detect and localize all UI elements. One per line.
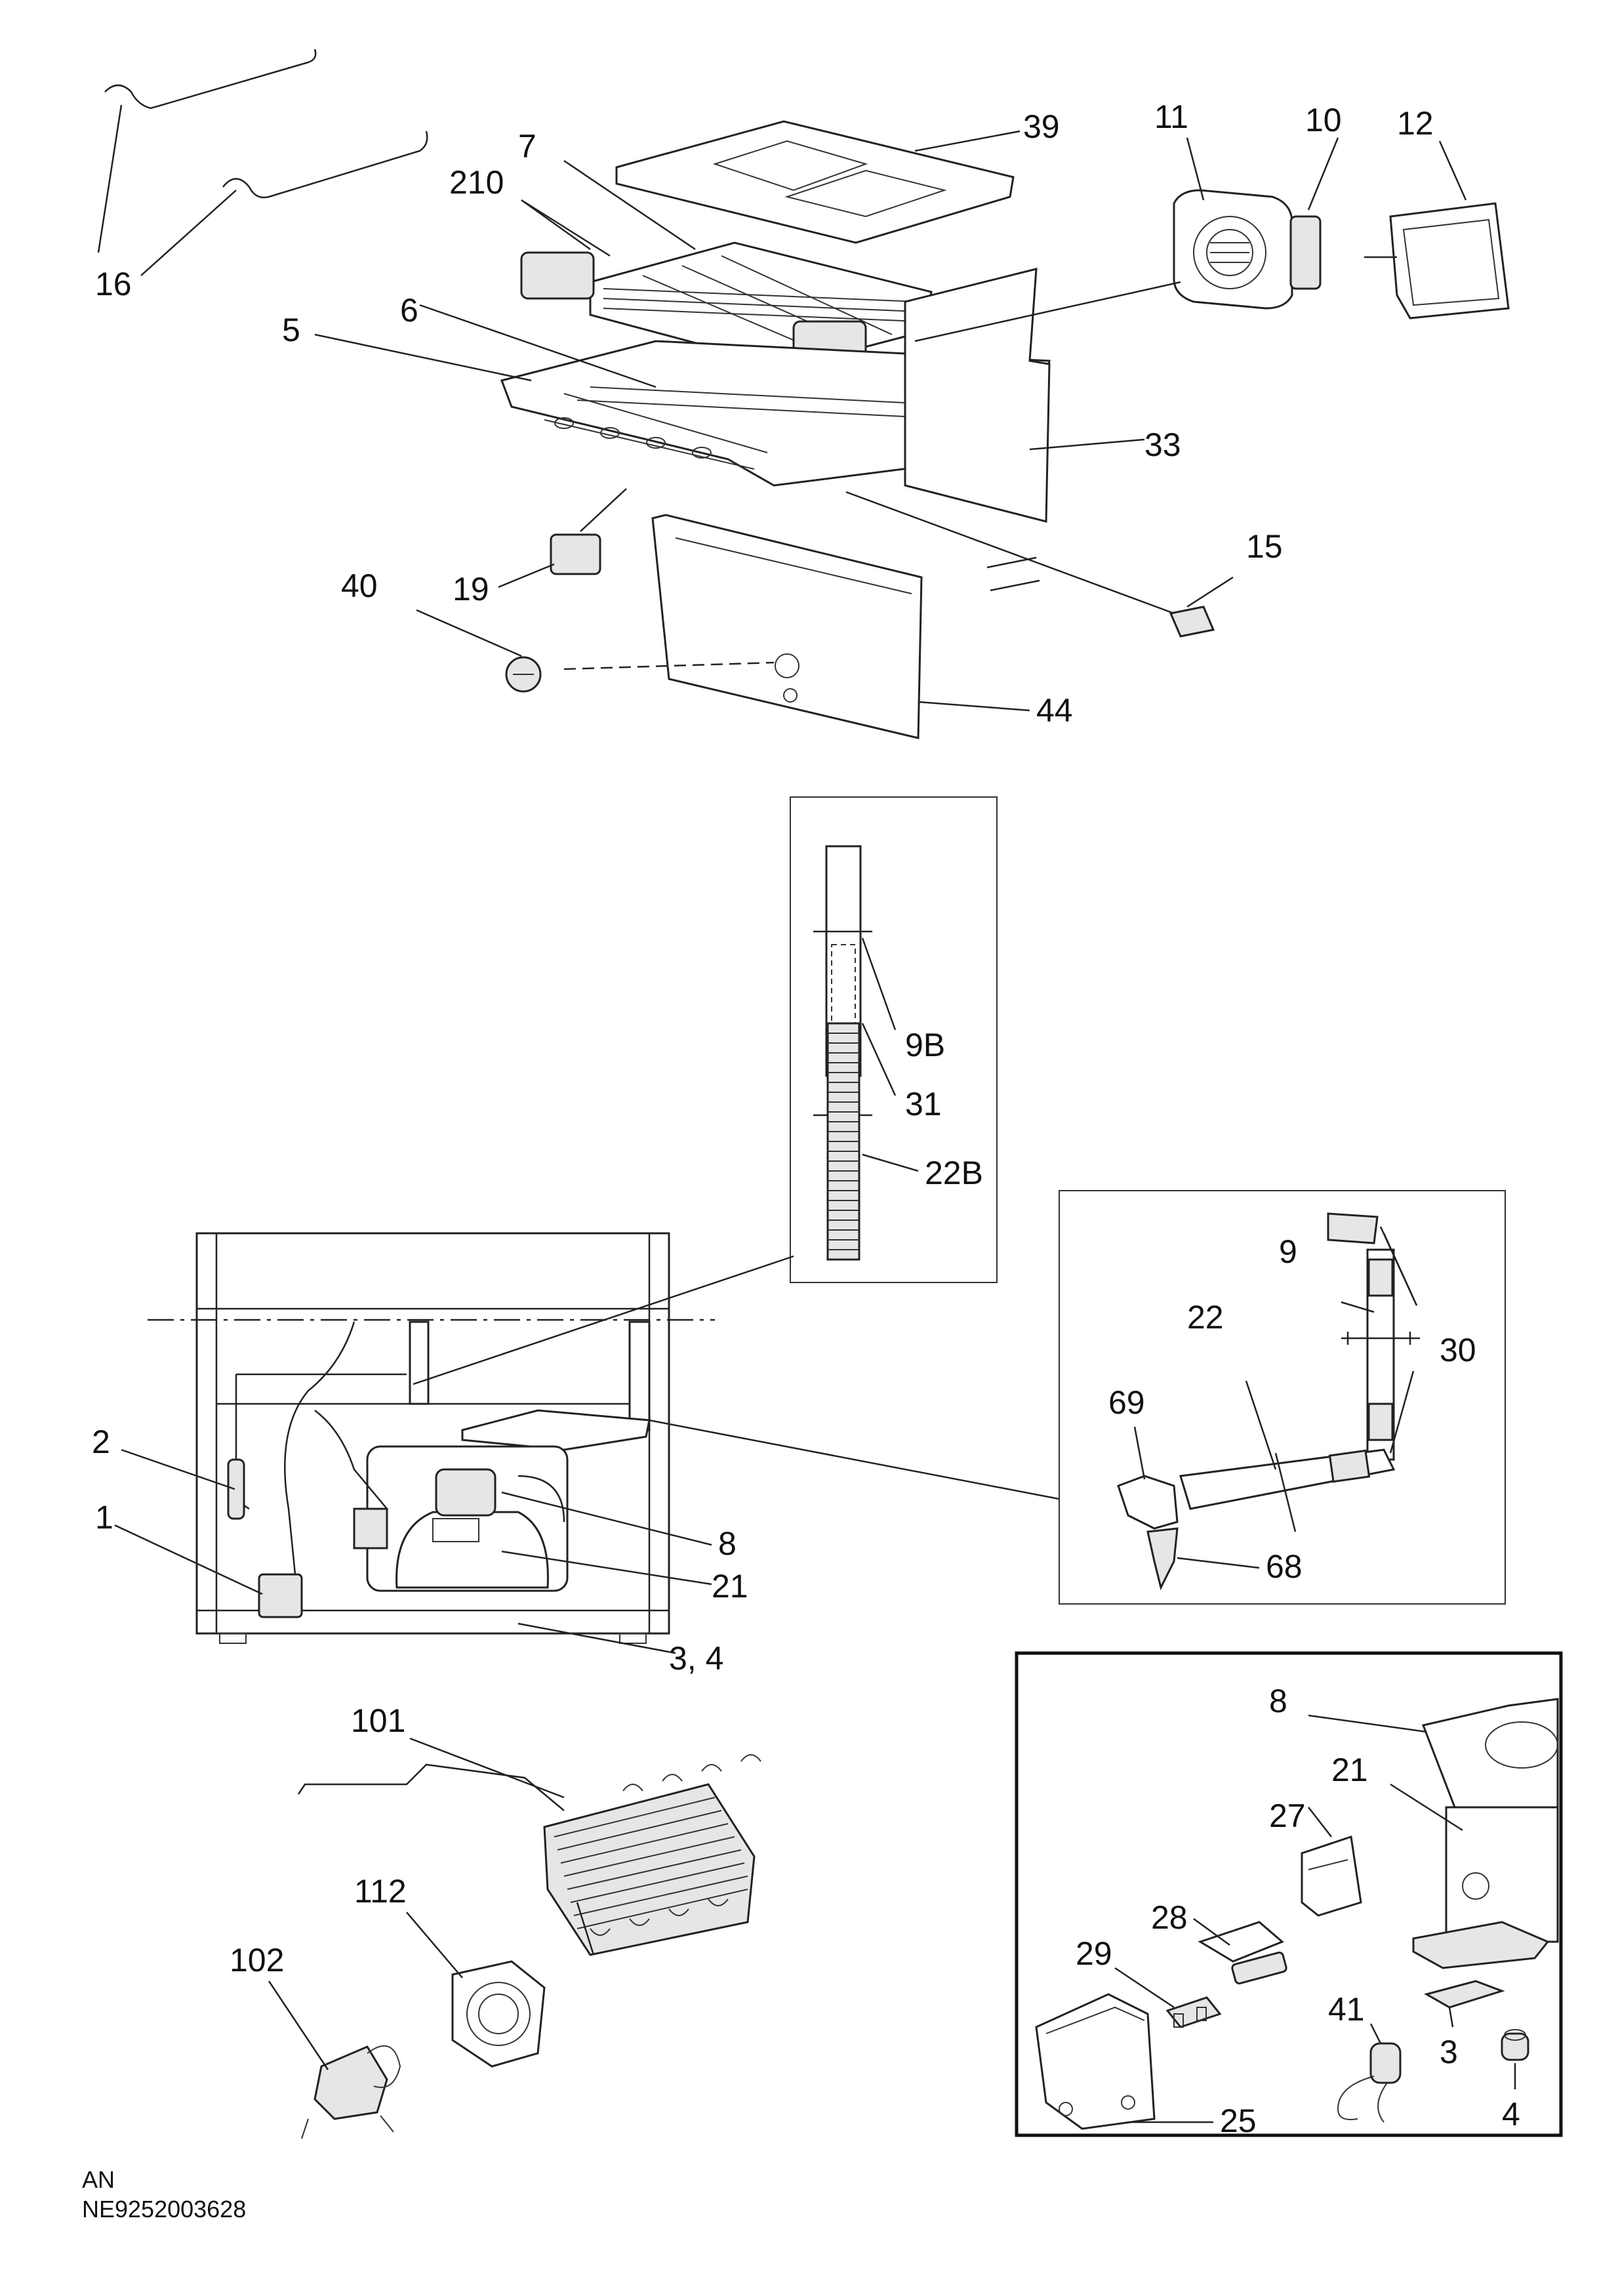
part-12-cover: [1364, 202, 1510, 319]
label-11: 11: [1154, 98, 1188, 135]
label-8-cabinet: 8: [718, 1525, 737, 1562]
label-68: 68: [1266, 1548, 1303, 1585]
top-assembly: [97, 49, 1510, 739]
label-101: 101: [351, 1702, 405, 1739]
label-33: 33: [1144, 426, 1181, 463]
part-28-connector: [1198, 1921, 1287, 1984]
part-4-grommet: [1501, 2029, 1529, 2061]
label-22B: 22B: [925, 1155, 983, 1191]
drain-tube-detail: [790, 796, 998, 1283]
label-41: 41: [1328, 1991, 1365, 2028]
part-25-cover: [1035, 1993, 1156, 2130]
part-27-relay: [1301, 1835, 1362, 1917]
part-16-wire-lower: [222, 131, 428, 199]
label-8-detail: 8: [1269, 1683, 1287, 1719]
part-41-capacitor: [1337, 2042, 1402, 2123]
footer-line-2: NE9252003628: [82, 2196, 246, 2223]
label-69: 69: [1108, 1384, 1145, 1421]
label-21-detail: 21: [1331, 1752, 1368, 1788]
part-30-upper-bracket: [1327, 1212, 1379, 1244]
label-15: 15: [1246, 528, 1283, 565]
compressor-top: [1412, 1698, 1559, 1969]
part-29-terminal: [1165, 1996, 1222, 2028]
condenser-pipe: [297, 1763, 565, 1811]
part-101-condenser: [543, 1754, 761, 1956]
part-labels: 39 11 10 12 7 210 16 6 5 33 15 19 40 44 …: [92, 98, 1520, 2139]
part-40-knob: [505, 656, 542, 693]
part-1-relay: [258, 1573, 303, 1618]
label-7: 7: [518, 128, 536, 165]
part-102-fan-motor: [301, 2045, 401, 2139]
part-11-fan-shroud: [1173, 189, 1293, 310]
label-44: 44: [1036, 692, 1073, 729]
part-39-cover: [615, 120, 1015, 244]
label-40: 40: [341, 567, 378, 604]
label-2: 2: [92, 1424, 110, 1460]
part-10-fan-motor: [1289, 215, 1322, 290]
label-10: 10: [1305, 102, 1342, 138]
label-16: 16: [95, 266, 132, 302]
part-2-drier: [227, 1458, 245, 1520]
footer-code: AN NE9252003628: [82, 2166, 246, 2223]
part-19-clip: [550, 533, 601, 575]
label-102: 102: [230, 1942, 284, 1978]
part-112-fan-shroud: [451, 1960, 546, 2068]
part-15-plug: [1169, 605, 1215, 638]
drain-pipe-detail: [1059, 1190, 1506, 1605]
label-3: 3: [1440, 2034, 1458, 2070]
label-21-cabinet: 21: [712, 1568, 748, 1605]
label-112: 112: [354, 1873, 407, 1910]
label-30: 30: [1440, 1332, 1476, 1368]
part-3-bracket: [1424, 1980, 1505, 2009]
label-22: 22: [1187, 1299, 1224, 1336]
label-1: 1: [95, 1499, 113, 1536]
part-16-wire-upper: [104, 49, 317, 110]
label-31: 31: [905, 1086, 942, 1122]
label-27: 27: [1269, 1797, 1306, 1834]
footer-line-1: AN: [82, 2166, 115, 2193]
part-33-panel: [904, 268, 1051, 523]
label-39: 39: [1023, 108, 1060, 145]
label-12: 12: [1397, 105, 1434, 142]
electrical-detail: [1015, 1651, 1563, 2137]
label-9: 9: [1279, 1233, 1297, 1270]
label-3-4: 3, 4: [669, 1640, 723, 1677]
cabinet-view: [114, 1232, 1060, 1654]
label-19: 19: [453, 571, 489, 607]
label-25: 25: [1220, 2102, 1257, 2139]
label-29: 29: [1076, 1935, 1112, 1972]
label-5: 5: [282, 312, 300, 348]
compressor: [353, 1445, 569, 1592]
part-44-front-panel: [651, 514, 923, 739]
corrugated-hose: [826, 1022, 860, 1261]
condenser-section: [268, 1737, 761, 2139]
label-4: 4: [1502, 2096, 1520, 2133]
label-9B: 9B: [905, 1027, 945, 1063]
label-210: 210: [449, 164, 504, 201]
label-6: 6: [400, 292, 418, 329]
label-28: 28: [1151, 1899, 1188, 1936]
